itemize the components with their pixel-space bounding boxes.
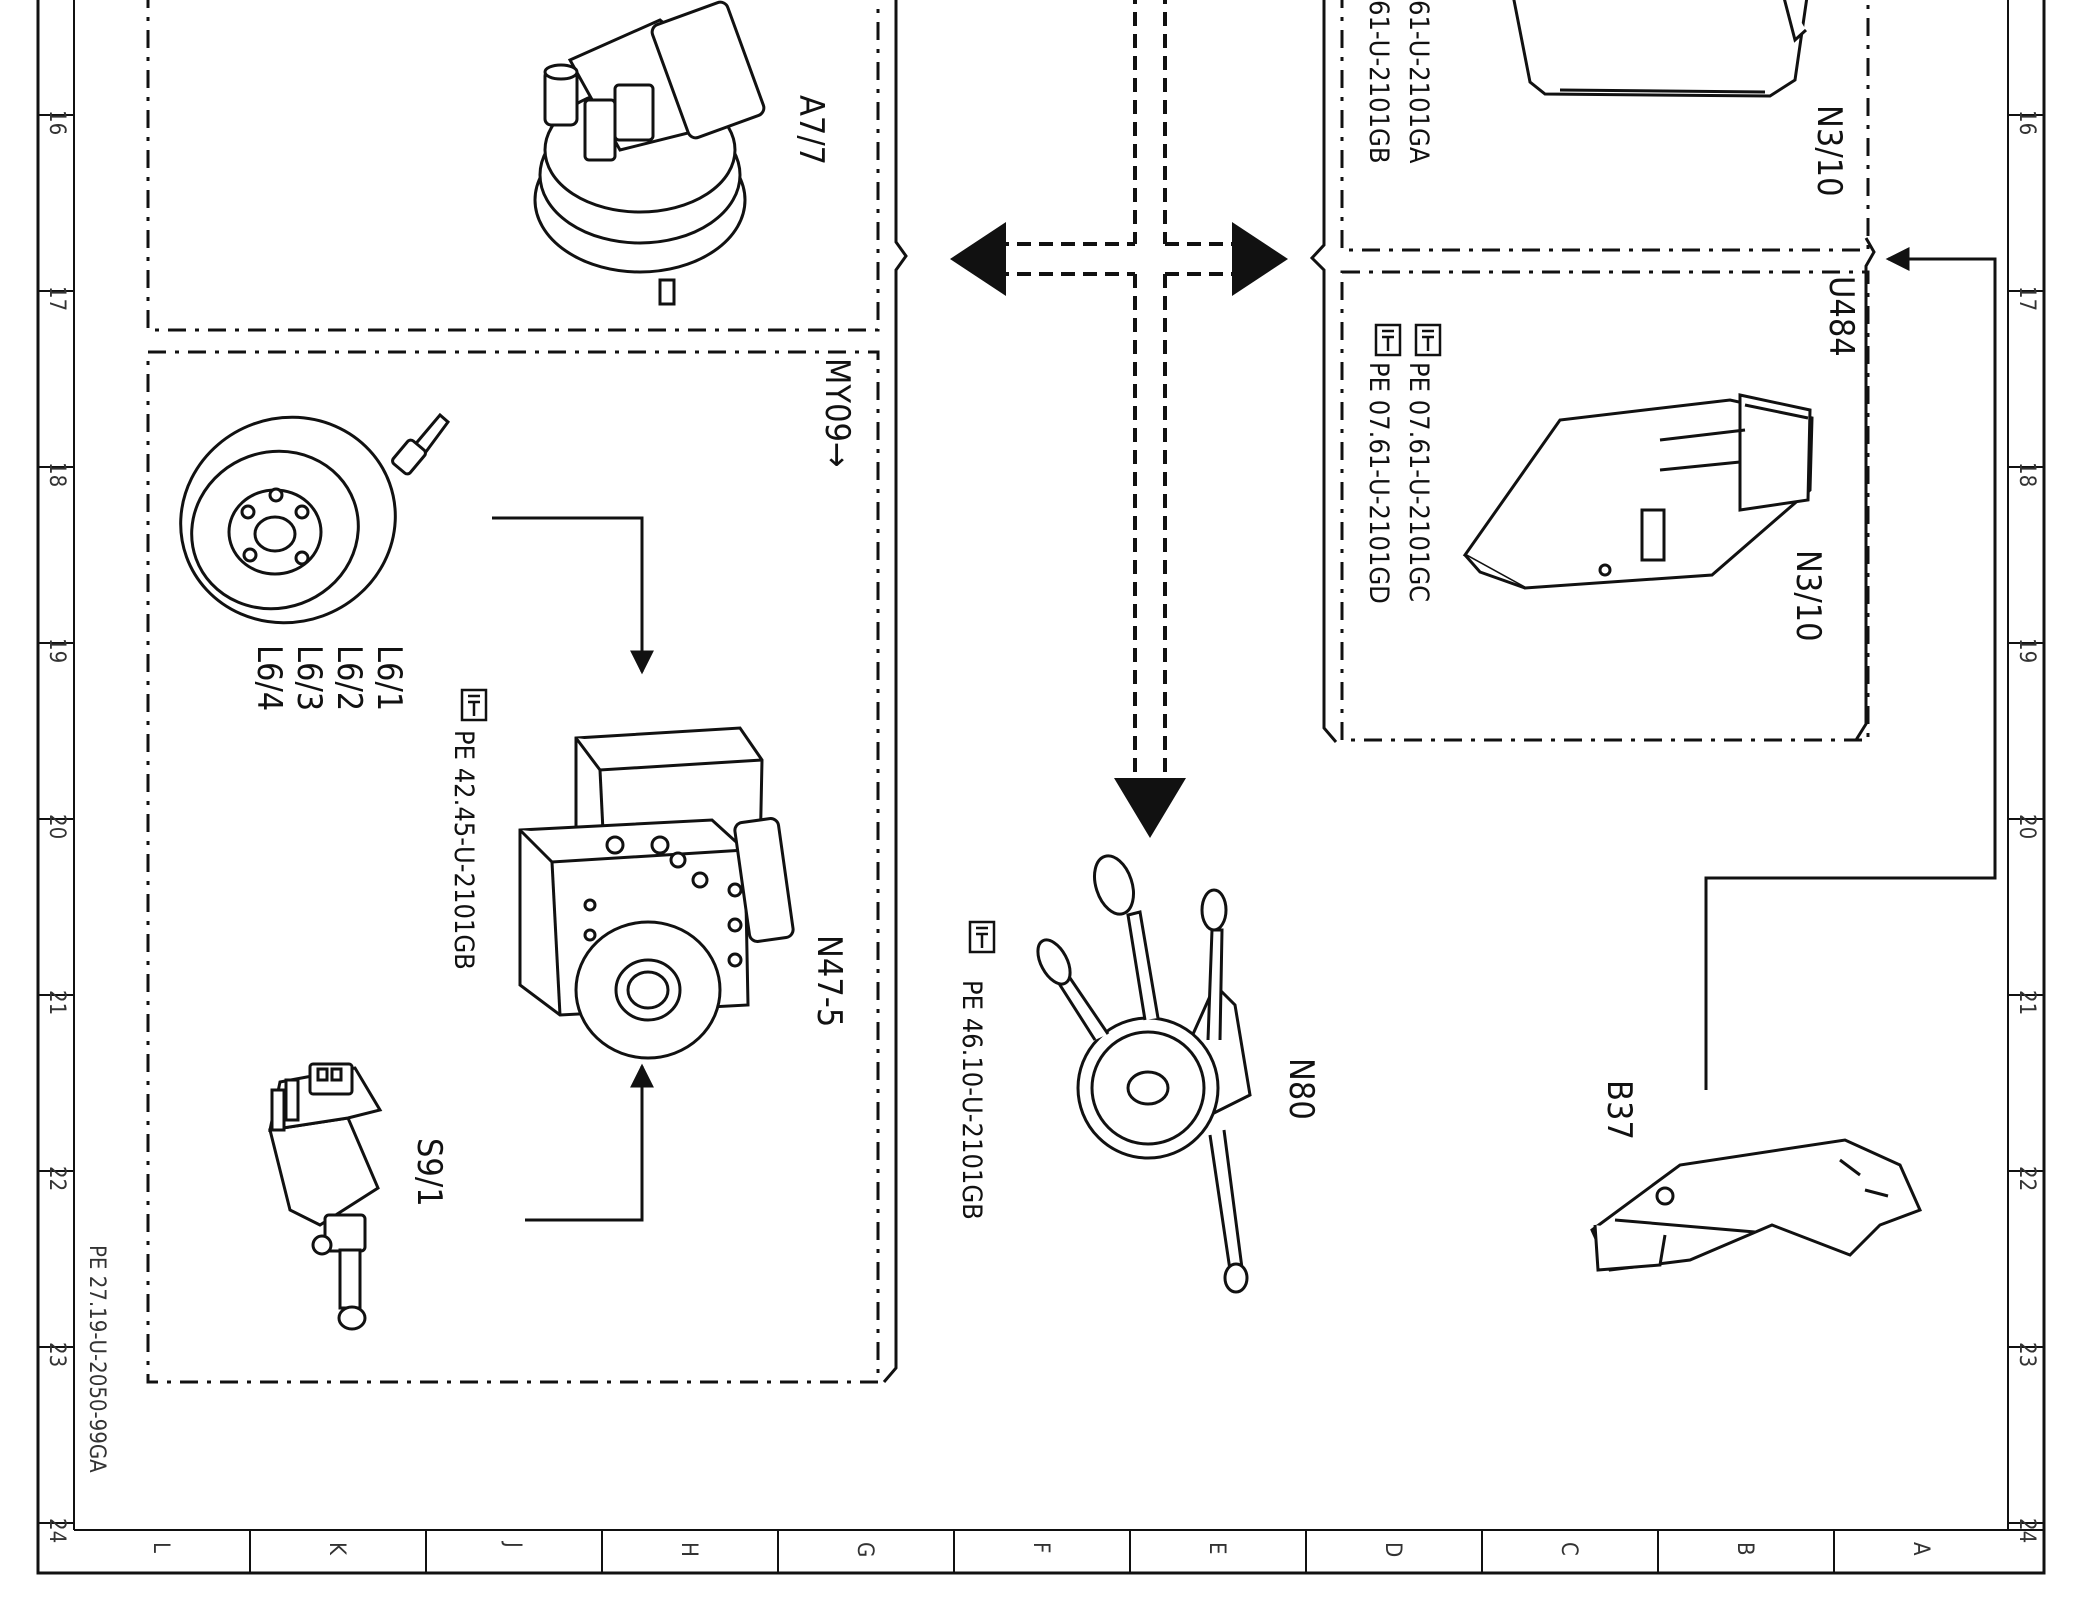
- label-l6-4: L6/4: [249, 645, 289, 711]
- ruler-number: 24: [2014, 1518, 2039, 1543]
- ruler-number: 22: [44, 1166, 69, 1191]
- ref-pump: PE 42.45-U-2101GB: [448, 730, 479, 970]
- ruler-number: 17: [2014, 286, 2039, 311]
- label-s9-1: S9/1: [409, 1138, 449, 1207]
- label-n3-10-top: N3/10: [1809, 105, 1849, 197]
- hand-pointer-icon: [968, 920, 996, 954]
- ref-n3-10-c: PE 07.61-U-2101GC: [1403, 362, 1434, 602]
- ruler-number: 21: [2014, 990, 2039, 1015]
- can-bus-connection: [995, 0, 1240, 780]
- label-l6-1: L6/1: [369, 645, 409, 711]
- ruler-letter: J: [500, 1540, 525, 1548]
- signal-arrows-myo9: [492, 516, 654, 1222]
- ruler-letter: K: [324, 1542, 349, 1556]
- label-n3-10-bottom: N3/10: [1788, 550, 1828, 642]
- wheel-speed-sensor-icon: [179, 412, 451, 625]
- ruler-letter: G: [852, 1542, 877, 1557]
- ruler-number: 23: [44, 1342, 69, 1367]
- ruler-number: 18: [44, 462, 69, 487]
- ruler-number: 16: [44, 110, 69, 135]
- ref-n3-10-top-a: 61-U-2101GA: [1403, 0, 1434, 164]
- group-bracket-left: [882, 0, 908, 1383]
- brake-light-switch-icon: [268, 1062, 383, 1331]
- arrow-left: [950, 222, 1006, 296]
- ruler-number: 16: [2014, 110, 2039, 135]
- label-b37: B37: [1599, 1080, 1639, 1140]
- box-n3-10-top: [1340, 0, 1870, 252]
- ruler-number: 19: [44, 638, 69, 663]
- esp-hydraulic-unit-icon: [518, 726, 795, 1060]
- ruler-ticks: [38, 114, 2044, 1573]
- ruler-letter: D: [1380, 1542, 1405, 1557]
- box-myo9: [146, 350, 880, 1384]
- ref-n3-10-top-b: 61-U-2101GB: [1363, 0, 1394, 164]
- label-myo9: MY09→: [817, 358, 857, 468]
- ref-n3-10-d: PE 07.61-U-2101GD: [1363, 362, 1394, 604]
- ruler-letter: E: [1204, 1542, 1229, 1555]
- hand-pointer-icon: [1414, 323, 1442, 357]
- label-a7-7: A7/7: [791, 95, 831, 165]
- ruler-number: 22: [2014, 1166, 2039, 1191]
- steering-column-module-icon: [1036, 854, 1252, 1294]
- group-bracket-right: [1309, 0, 1876, 743]
- ecu-bottom-icon: [1462, 393, 1814, 590]
- ruler-letter: H: [676, 1542, 701, 1557]
- ruler-number: 19: [2014, 638, 2039, 663]
- label-n80: N80: [1281, 1058, 1321, 1120]
- arrow-down: [1114, 778, 1186, 838]
- ruler-number: 24: [44, 1518, 69, 1543]
- page-frame: [36, 0, 2046, 1575]
- brake-booster-icon: [533, 0, 766, 306]
- ruler-letter: F: [1028, 1542, 1053, 1553]
- ruler-number: 20: [44, 814, 69, 839]
- label-l6-3: L6/3: [289, 645, 329, 711]
- ruler-labels: 16 16 17 17 18 18 19 19 20 20 21 21 22 22 23 23 24 24L K J H…: [44, 110, 2039, 1557]
- label-n47-5: N47-5: [809, 935, 849, 1027]
- can-bus-arrowheads: [950, 222, 1288, 838]
- b37-signal-line: [1704, 247, 1997, 1090]
- ruler-number: 17: [44, 286, 69, 311]
- ref-n80: PE 46.10-U-2101GB: [956, 980, 987, 1220]
- ecu-top-icon: [1512, 0, 1809, 98]
- ruler-number: 18: [2014, 462, 2039, 487]
- accelerator-pedal-sensor-icon: [1590, 1138, 1923, 1272]
- document-code: PE 27.19-U-2050-99GA: [84, 1245, 109, 1473]
- box-u484: [1340, 270, 1870, 742]
- label-u484: U484: [1821, 276, 1861, 357]
- hand-pointer-icon: [460, 688, 488, 722]
- ruler-letter: L: [148, 1542, 173, 1553]
- label-l6-2: L6/2: [329, 645, 369, 711]
- ruler-letter: B: [1732, 1542, 1757, 1556]
- ruler-number: 21: [44, 990, 69, 1015]
- arrow-right: [1232, 222, 1288, 296]
- ruler-number: 20: [2014, 814, 2039, 839]
- box-a7-7: [146, 0, 880, 332]
- ruler-letter: A: [1908, 1542, 1933, 1556]
- ruler-number: 23: [2014, 1342, 2039, 1367]
- hand-pointer-icon: [1374, 323, 1402, 357]
- ruler-letter: C: [1556, 1542, 1581, 1556]
